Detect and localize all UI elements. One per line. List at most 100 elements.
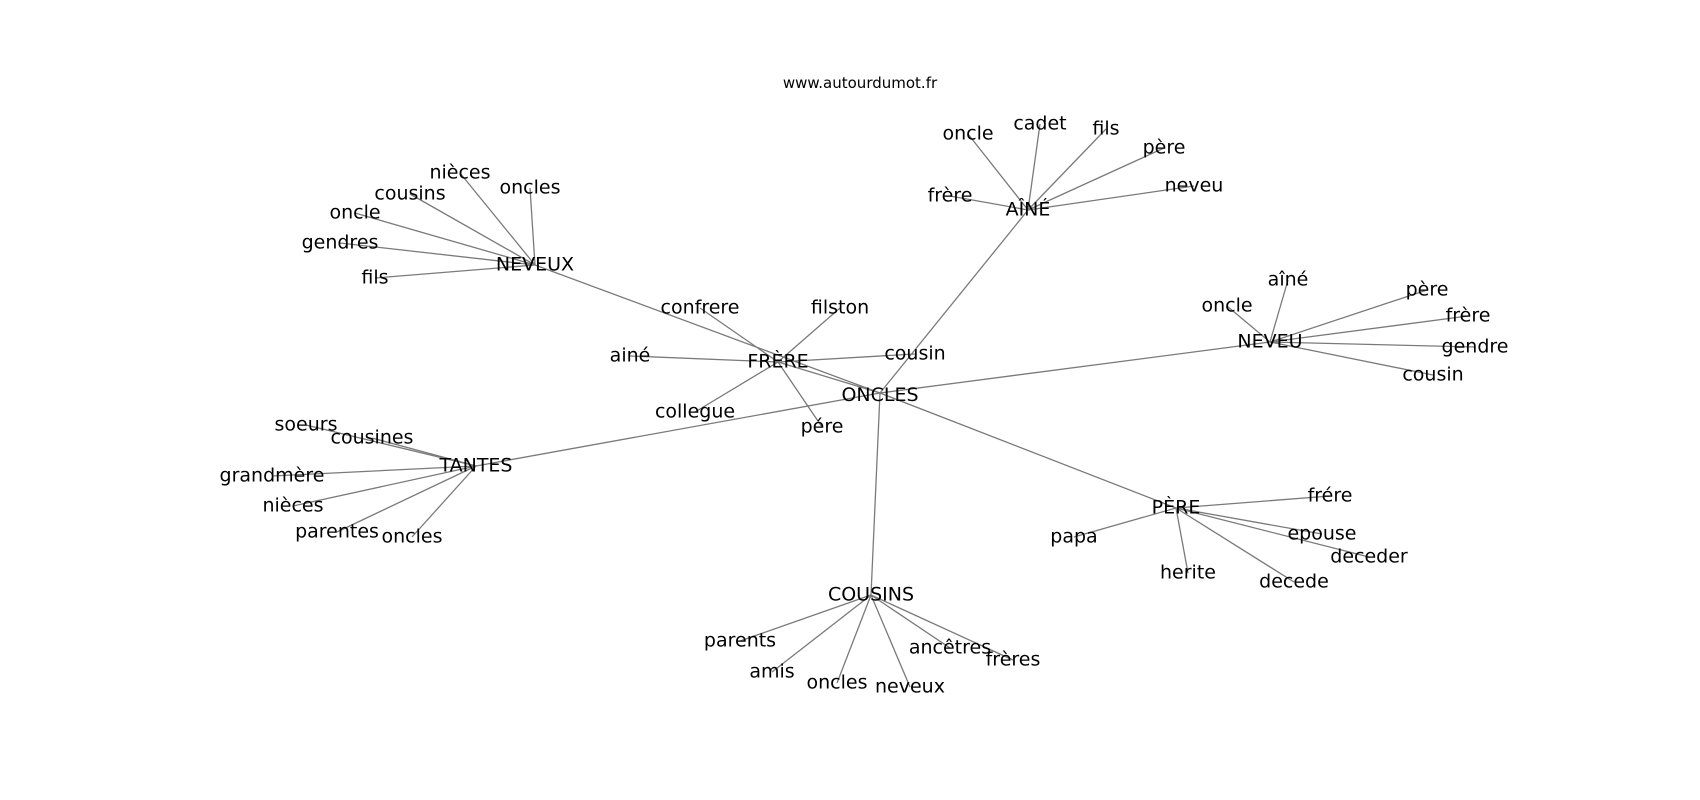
- edge-cousins-0: [739, 594, 872, 642]
- leaf-node-cousins-5[interactable]: frères: [986, 649, 1041, 671]
- edge-neveux-5: [374, 264, 536, 279]
- hub-node-tantes[interactable]: TANTES: [438, 455, 512, 477]
- leaf-node-neveux-4[interactable]: gendres: [302, 232, 379, 254]
- hub-node-neveu[interactable]: NEVEU: [1237, 331, 1302, 353]
- edge-aine-0: [967, 133, 1029, 211]
- edge-center-tantes: [475, 392, 881, 467]
- hub-node-pere[interactable]: PÈRE: [1152, 496, 1201, 519]
- leaf-node-pere-5[interactable]: decede: [1259, 571, 1329, 593]
- leaf-node-aine-2[interactable]: fils: [1092, 118, 1119, 140]
- edge-center-cousins: [870, 392, 881, 596]
- leaf-node-neveu-5[interactable]: cousin: [1402, 364, 1463, 386]
- edge-center-frere: [777, 361, 881, 394]
- leaf-node-aine-3[interactable]: père: [1143, 137, 1186, 159]
- leaf-node-neveux-3[interactable]: oncle: [329, 202, 380, 224]
- hub-node-frere[interactable]: FRÈRE: [747, 350, 808, 373]
- leaf-node-neveux-0[interactable]: nièces: [429, 162, 490, 184]
- leaf-node-tantes-3[interactable]: nièces: [262, 495, 323, 517]
- edge-cousins-3: [870, 594, 911, 688]
- leaf-node-aine-4[interactable]: frère: [928, 185, 973, 207]
- leaf-node-frere-2[interactable]: ainé: [610, 345, 651, 367]
- edge-pere-3: [1175, 507, 1370, 558]
- leaf-node-aine-0[interactable]: oncle: [942, 123, 993, 145]
- edge-frere-4: [694, 361, 779, 413]
- hub-node-cousins[interactable]: COUSINS: [828, 584, 914, 606]
- leaf-node-frere-1[interactable]: filston: [811, 297, 869, 319]
- center-node-label[interactable]: ONCLES: [841, 384, 918, 406]
- hub-node-neveux[interactable]: NEVEUX: [496, 254, 574, 276]
- site-url: www.autourdumot.fr: [783, 74, 938, 92]
- edge-frere-5: [777, 361, 823, 428]
- edge-pere-1: [1073, 507, 1177, 538]
- leaf-node-cousins-4[interactable]: ancêtres: [909, 637, 991, 659]
- leaf-node-cousins-3[interactable]: neveux: [875, 676, 945, 698]
- edge-pere-5: [1175, 507, 1295, 583]
- leaf-node-neveux-1[interactable]: cousins: [374, 183, 445, 205]
- leaf-node-neveux-5[interactable]: fils: [361, 267, 388, 289]
- leaf-node-cousins-0[interactable]: parents: [704, 630, 776, 652]
- edge-frere-0: [699, 307, 779, 363]
- edge-center-pere: [879, 392, 1177, 509]
- edge-aine-4: [949, 195, 1029, 211]
- edge-tantes-2: [271, 465, 477, 477]
- edge-frere-1: [777, 307, 841, 363]
- edge-tantes-4: [336, 465, 477, 533]
- leaf-node-pere-3[interactable]: deceder: [1330, 546, 1408, 568]
- leaf-node-pere-4[interactable]: herite: [1160, 562, 1216, 584]
- leaf-node-frere-0[interactable]: confrere: [661, 297, 740, 319]
- edge-tantes-1: [371, 437, 477, 467]
- leaf-node-pere-2[interactable]: epouse: [1287, 523, 1356, 545]
- edge-frere-2: [629, 355, 779, 363]
- edge-neveux-0: [459, 172, 536, 266]
- edge-tantes-3: [292, 465, 477, 507]
- edge-neveu-1: [1226, 305, 1271, 343]
- edge-neveux-1: [409, 193, 536, 266]
- edge-tantes-0: [305, 424, 477, 467]
- graph-edges: [271, 123, 1476, 688]
- leaf-node-pere-0[interactable]: frére: [1308, 485, 1353, 507]
- leaf-node-tantes-4[interactable]: parentes: [295, 521, 379, 543]
- leaf-node-neveux-2[interactable]: oncles: [500, 177, 561, 199]
- leaf-node-tantes-2[interactable]: grandmère: [220, 465, 325, 487]
- leaf-node-cousins-2[interactable]: oncles: [807, 672, 868, 694]
- hub-node-aine[interactable]: AÎNÉ: [1006, 198, 1051, 221]
- edge-tantes-5: [411, 465, 477, 538]
- edge-neveu-0: [1269, 279, 1289, 343]
- leaf-node-tantes-0[interactable]: soeurs: [275, 414, 338, 436]
- leaf-node-aine-1[interactable]: cadet: [1013, 113, 1066, 135]
- edge-pere-0: [1175, 495, 1331, 509]
- leaf-node-frere-5[interactable]: pére: [801, 416, 844, 438]
- edge-aine-5: [1027, 185, 1195, 211]
- leaf-node-aine-5[interactable]: neveu: [1165, 175, 1224, 197]
- edge-cousins-4: [870, 594, 951, 649]
- leaf-node-neveu-1[interactable]: oncle: [1201, 295, 1252, 317]
- edge-aine-2: [1027, 128, 1107, 211]
- edge-frere-3: [777, 353, 916, 363]
- edge-aine-1: [1027, 123, 1041, 211]
- edge-center-neveu: [879, 341, 1271, 394]
- edge-pere-2: [1175, 507, 1323, 535]
- leaf-node-neveu-2[interactable]: père: [1406, 279, 1449, 301]
- leaf-node-neveu-3[interactable]: frère: [1446, 305, 1491, 327]
- edge-center-neveux: [534, 264, 881, 394]
- edge-cousins-2: [836, 594, 872, 684]
- leaf-node-tantes-1[interactable]: cousines: [331, 427, 414, 449]
- leaf-node-neveu-0[interactable]: aîné: [1268, 269, 1309, 291]
- edge-center-aine: [879, 209, 1029, 394]
- edge-pere-4: [1175, 507, 1189, 574]
- leaf-node-frere-4[interactable]: collegue: [655, 401, 735, 423]
- leaf-node-tantes-5[interactable]: oncles: [382, 526, 443, 548]
- edge-cousins-1: [771, 594, 872, 673]
- leaf-node-frere-3[interactable]: cousin: [884, 343, 945, 365]
- edge-neveux-4: [339, 242, 536, 266]
- edge-cousins-5: [870, 594, 1014, 661]
- edge-neveu-5: [1269, 341, 1434, 376]
- edge-neveux-2: [529, 187, 536, 266]
- edge-neveu-3: [1269, 315, 1469, 343]
- edge-neveu-4: [1269, 341, 1476, 348]
- leaf-node-neveu-4[interactable]: gendre: [1442, 336, 1509, 358]
- leaf-node-pere-1[interactable]: papa: [1050, 526, 1097, 548]
- leaf-node-cousins-1[interactable]: amis: [749, 661, 794, 683]
